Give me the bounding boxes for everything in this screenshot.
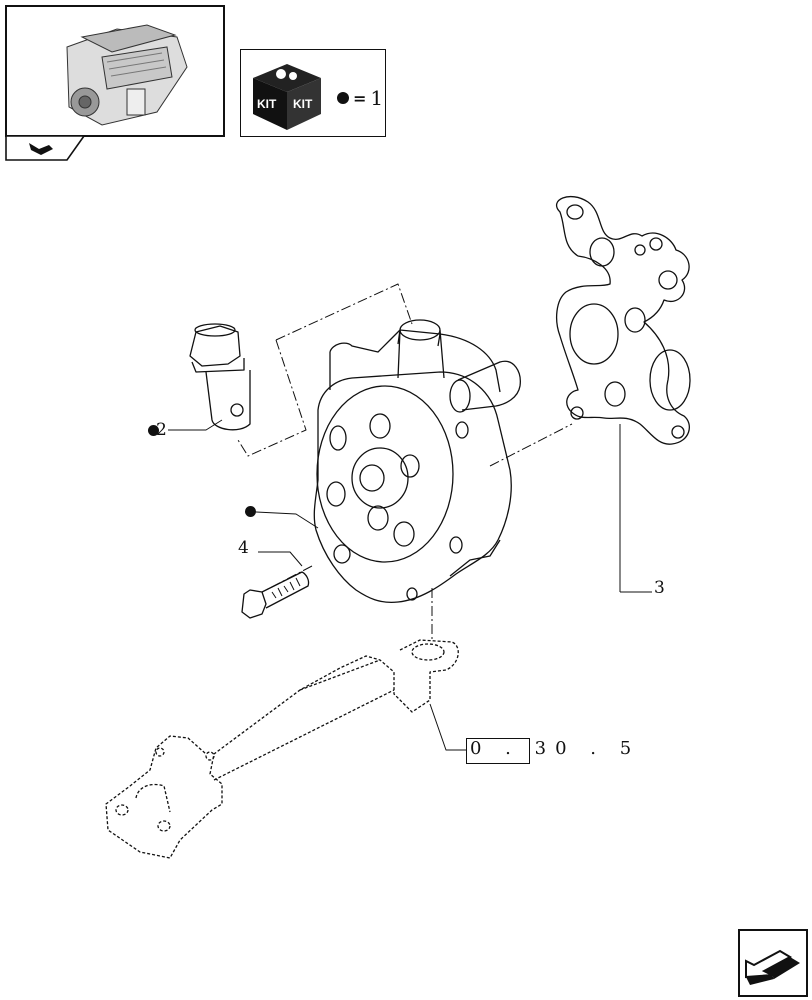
callout-1-kit-dot	[245, 506, 256, 517]
plug-part	[189, 325, 241, 367]
engine-thumbnail-frame[interactable]	[5, 5, 225, 137]
callout-4-label: 4	[238, 538, 249, 558]
next-page-arrow-icon	[745, 949, 800, 985]
pump-housing-part	[313, 371, 512, 604]
callout-3-label: 3	[654, 578, 665, 598]
reference-tail: 0 . 5	[555, 738, 641, 759]
next-page-button[interactable]	[738, 929, 808, 997]
kit-box-icon: KIT KIT	[253, 64, 321, 130]
kit-count: 1	[370, 86, 384, 110]
reference-boxed: 0 . 3	[470, 738, 556, 759]
callout-2-label: 2	[156, 420, 167, 440]
kit-label-right: KIT	[293, 97, 313, 111]
pipe-part	[105, 639, 459, 859]
kit-legend-box: KIT KIT	[240, 49, 386, 137]
callout-2-kit-dot	[148, 425, 159, 436]
kit-bullet-icon	[337, 92, 349, 104]
bolt-part	[241, 589, 267, 619]
nav-tab-icon	[5, 135, 85, 161]
kit-label-left: KIT	[257, 97, 277, 111]
section-nav-tab[interactable]	[5, 135, 85, 161]
kit-equals: =	[353, 88, 367, 108]
kit-legend-text: = 1	[337, 86, 383, 110]
gasket-part	[555, 196, 690, 445]
engine-thumbnail-icon	[66, 24, 188, 126]
reference-code[interactable]: 0 . 30 . 5	[470, 738, 640, 759]
reference-box[interactable]	[466, 738, 530, 764]
